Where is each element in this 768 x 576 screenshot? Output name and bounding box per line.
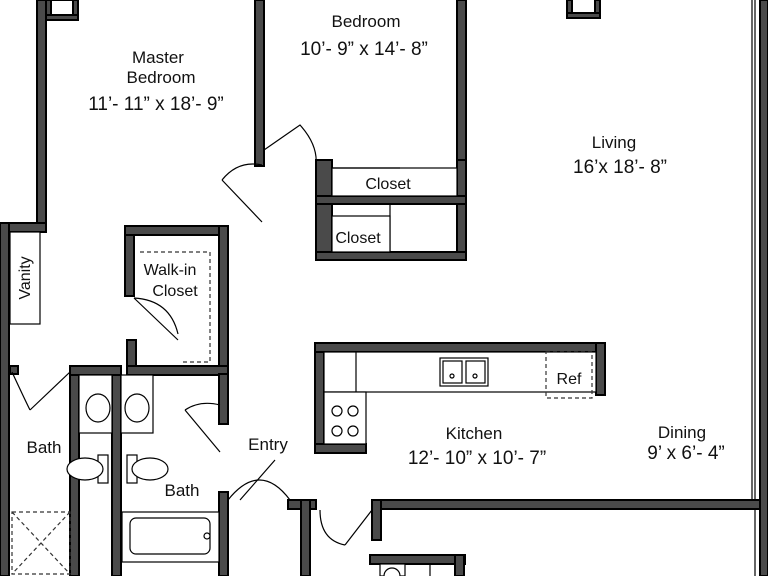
bedroom-label: Bedroom bbox=[332, 12, 401, 31]
walk-in-label-2: Closet bbox=[152, 283, 198, 300]
ref-label: Ref bbox=[557, 371, 582, 388]
entry-label: Entry bbox=[248, 435, 288, 454]
door-swings bbox=[11, 124, 373, 546]
vanity-counter bbox=[9, 231, 41, 325]
vanity-label: Vanity bbox=[17, 256, 34, 299]
closet-fixtures bbox=[140, 167, 458, 363]
room-labels: Master Bedroom 11’- 11” x 18’- 9” Bedroo… bbox=[17, 12, 725, 500]
master-bedroom-label-1: Master bbox=[132, 48, 184, 67]
bath-right-label: Bath bbox=[165, 481, 200, 500]
right-windows bbox=[751, 0, 756, 576]
bath-fixtures bbox=[11, 374, 220, 575]
closet-upper-label: Closet bbox=[365, 176, 411, 193]
master-bedroom-size: 11’- 11” x 18’- 9” bbox=[88, 94, 224, 115]
kitchen-fixtures bbox=[323, 351, 597, 445]
walk-in-label-1: Walk-in bbox=[144, 262, 197, 279]
dining-label: Dining bbox=[658, 423, 706, 442]
master-bedroom-label-2: Bedroom bbox=[127, 68, 196, 87]
bottom-fixtures bbox=[379, 563, 431, 576]
closet-lower-label: Closet bbox=[335, 230, 381, 247]
dining-size: 9’ x 6’- 4” bbox=[647, 443, 724, 464]
bath-left-label: Bath bbox=[27, 438, 62, 457]
bedroom-size: 10’- 9” x 14’- 8” bbox=[300, 39, 428, 60]
kitchen-label: Kitchen bbox=[446, 424, 503, 443]
kitchen-size: 12’- 10” x 10’- 7” bbox=[408, 448, 546, 469]
living-label: Living bbox=[592, 133, 636, 152]
living-size: 16’x 18’- 8” bbox=[573, 157, 667, 178]
